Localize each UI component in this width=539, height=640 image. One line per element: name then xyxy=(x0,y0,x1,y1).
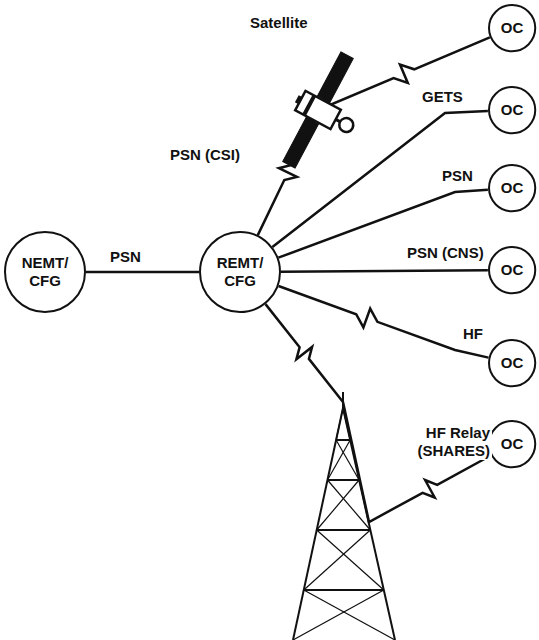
radio-tower xyxy=(293,392,395,640)
link-label: GETS xyxy=(420,88,465,106)
link-label: PSN xyxy=(440,167,475,185)
circle-node: OC xyxy=(488,339,536,387)
circle-shape xyxy=(489,421,535,467)
circle-node: OC xyxy=(488,246,536,294)
link-line xyxy=(86,271,199,274)
circle-node: OC xyxy=(488,86,536,134)
circle-shape xyxy=(200,232,280,312)
circle-node: OC xyxy=(488,420,536,468)
node-text: OC xyxy=(494,19,530,37)
link-label: HF xyxy=(461,325,485,343)
link-line xyxy=(281,270,488,272)
circle-shape xyxy=(5,232,85,312)
link-label: PSN xyxy=(108,248,143,266)
circle-node: OC xyxy=(488,164,536,212)
node-text: OC xyxy=(494,354,530,372)
node-text: REMT/ CFG xyxy=(211,254,269,290)
link-line xyxy=(266,304,491,522)
circle-shape xyxy=(489,87,535,133)
link-line xyxy=(279,286,489,358)
circle-node: REMT/ CFG xyxy=(199,231,281,313)
figure-label: Satellite xyxy=(248,14,310,32)
node-text: NEMT/ CFG xyxy=(16,254,74,290)
link-line xyxy=(272,111,488,247)
circle-shape xyxy=(489,247,535,293)
link-line xyxy=(258,37,490,235)
node-text: OC xyxy=(494,261,530,279)
link-label: PSN (CSI) xyxy=(168,146,242,164)
node-text: OC xyxy=(494,179,530,197)
circle-shape xyxy=(489,5,535,51)
node-text: OC xyxy=(494,435,530,453)
circle-node: OC xyxy=(488,4,536,52)
circle-shape xyxy=(489,340,535,386)
link-label: HF Relay (SHARES) xyxy=(396,424,492,460)
circle-node: NEMT/ CFG xyxy=(4,231,86,313)
link-label: PSN (CNS) xyxy=(405,244,486,262)
circle-shape xyxy=(489,165,535,211)
node-text: OC xyxy=(494,101,530,119)
satellite-figure xyxy=(268,44,382,183)
